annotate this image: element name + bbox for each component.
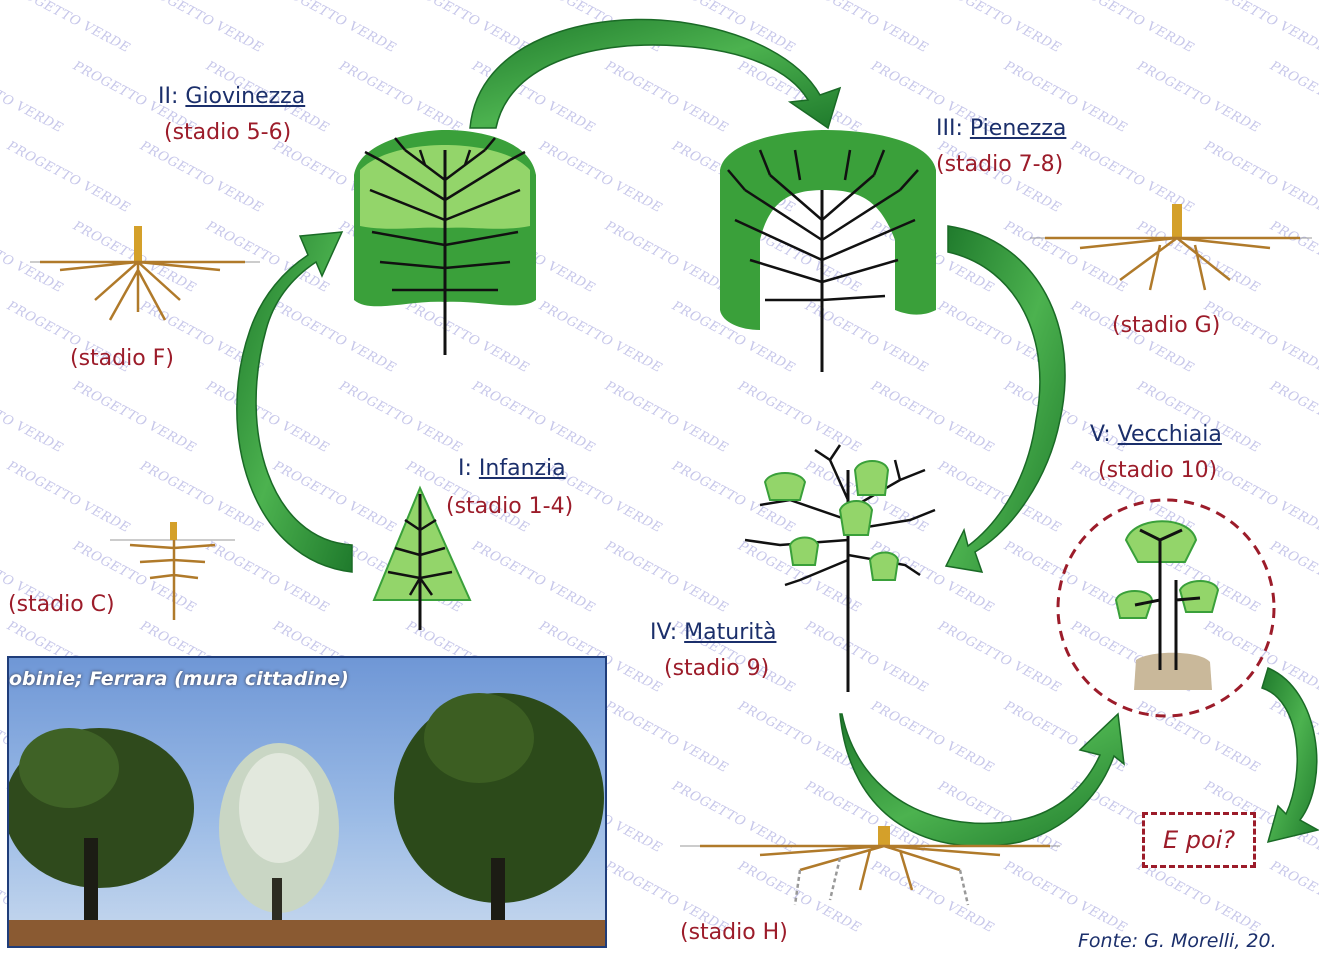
phase-infanzia-stage: (stadio 1-4) <box>446 494 574 519</box>
photo-caption: obinie; Ferrara (mura cittadine) <box>9 668 349 690</box>
arrow-maturita-to-vecchiaia <box>839 712 1125 847</box>
phase-maturita-stage: (stadio 9) <box>664 656 770 681</box>
root-label-stadio-g: (stadio G) <box>1112 313 1221 338</box>
roots-stadio-g <box>1030 204 1312 291</box>
phase-vecchiaia-title: V: Vecchiaia <box>1090 422 1222 447</box>
tree-pienezza <box>720 130 936 372</box>
arrow-vecchiaia-to-epoi <box>1261 666 1319 844</box>
roots-stadio-h <box>680 826 1060 906</box>
phase-pienezza-stage: (stadio 7-8) <box>936 152 1064 177</box>
tree-giovinezza <box>354 130 536 355</box>
epoi-text: E poi? <box>1162 826 1236 854</box>
phase-number: II: <box>158 84 179 109</box>
phase-infanzia-title: I: Infanzia <box>458 456 566 481</box>
root-label-stadio-f: (stadio F) <box>70 346 174 371</box>
root-label-stadio-h: (stadio H) <box>680 920 788 945</box>
roots-stadio-f <box>30 226 260 321</box>
phase-name: Pienezza <box>969 116 1067 141</box>
arrow-infanzia-to-giovinezza <box>236 231 353 573</box>
phase-name: Infanzia <box>478 456 566 481</box>
source-credit: Fonte: G. Morelli, 20. <box>1078 930 1277 952</box>
phase-vecchiaia-stage: (stadio 10) <box>1098 458 1218 483</box>
phase-maturita-title: IV: Maturità <box>650 620 776 645</box>
phase-giovinezza-title: II: Giovinezza <box>158 84 305 109</box>
photo-tree-left <box>9 728 194 928</box>
photo-trees-illustration <box>9 693 605 946</box>
arrow-pienezza-to-maturita <box>944 225 1066 573</box>
phase-pienezza-title: III: Pienezza <box>936 116 1066 141</box>
root-label-stadio-c: (stadio C) <box>8 592 115 617</box>
phase-number: V: <box>1090 422 1111 447</box>
phase-name: Vecchiaia <box>1117 422 1222 447</box>
phase-name: Maturità <box>684 620 777 645</box>
phase-number: I: <box>458 456 472 481</box>
tree-maturita <box>744 444 936 692</box>
photo-tree-right <box>394 693 604 938</box>
epoi-box: E poi? <box>1142 812 1256 868</box>
photo-city-wall <box>9 920 605 946</box>
tree-infanzia <box>372 485 472 630</box>
phase-number: IV: <box>650 620 678 645</box>
arrow-giovinezza-to-pienezza <box>469 18 842 130</box>
tree-vecchiaia <box>1056 498 1276 718</box>
photo-tree-middle <box>219 743 339 933</box>
robinie-photo: obinie; Ferrara (mura cittadine) <box>7 656 607 948</box>
phase-giovinezza-stage: (stadio 5-6) <box>164 120 292 145</box>
roots-stadio-c <box>110 522 235 620</box>
phase-name: Giovinezza <box>185 84 306 109</box>
phase-number: III: <box>936 116 963 141</box>
